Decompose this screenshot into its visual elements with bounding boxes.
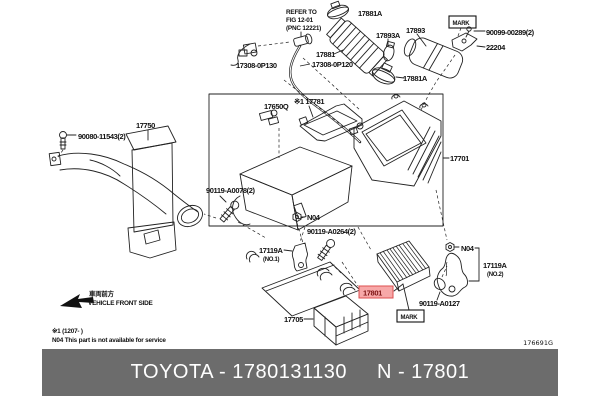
part-label-17750[interactable]: 17750 — [136, 121, 155, 130]
hose-nipple-drawing — [293, 33, 313, 47]
part-label-90080-11543[interactable]: 90080-11543(2) — [78, 132, 127, 141]
inlet-duct-assembly-drawing — [48, 125, 203, 259]
maf-sensor-assembly-drawing — [420, 15, 486, 111]
vehicle-front-arrow-icon — [60, 294, 94, 308]
part-label-17119a-no1[interactable]: 17119A — [259, 246, 284, 255]
part-label-17893[interactable]: 17893 — [406, 26, 425, 35]
case-bolts-drawing — [203, 195, 267, 239]
hose-clamp-icon — [327, 0, 349, 20]
part-number-banner: TOYOTA - 1780131130 N - 17801 — [42, 349, 558, 396]
maf-sensor-drawing — [451, 32, 478, 52]
refer-note: FIG 12-01 — [286, 17, 314, 24]
bracket-no2-drawing — [433, 189, 480, 301]
part-label-90119-a0264[interactable]: 90119-A0264(2) — [307, 227, 357, 236]
parts-diagram-canvas: REFER TO FIG 12-01 (PNC 12221) 17881A 17… — [48, 0, 553, 347]
bolt-icon — [59, 131, 67, 150]
intake-hose-assembly-drawing — [230, 0, 464, 144]
highlighted-part-box[interactable] — [358, 285, 394, 299]
part-label-no1: (NO.1) — [263, 257, 280, 263]
mark-box-2 — [396, 309, 425, 323]
part-label-90099-00289[interactable]: 90099-00289(2) — [486, 28, 535, 37]
nut-icon — [445, 242, 455, 252]
part-label-17650q[interactable]: 17650Q — [264, 102, 289, 111]
mark-box — [448, 15, 477, 29]
inlet-grid-drawing — [313, 295, 369, 346]
vacuum-hose-drawing — [230, 43, 251, 66]
part-label-17701[interactable]: 17701 — [450, 154, 469, 163]
part-label-17705[interactable]: 17705 — [284, 315, 303, 324]
part-label-22204[interactable]: 22204 — [486, 43, 506, 52]
part-label-n04-2[interactable]: N04 — [461, 244, 475, 253]
banner-part-number: TOYOTA - 1780131130 — [130, 361, 347, 383]
vehicle-front-label-jp: 車両前方 — [89, 289, 115, 298]
part-label-17781[interactable]: ※1 17781 — [294, 97, 325, 106]
part-label-no2: (NO.2) — [487, 272, 504, 278]
footnote-date-range: ※1 (1207- ) — [52, 327, 83, 335]
mark-label-2: MARK — [401, 315, 419, 321]
air-cleaner-cap-drawing — [353, 93, 442, 187]
vehicle-front-label-en: VEHICLE FRONT SIDE — [88, 300, 154, 307]
part-label-17801-highlighted[interactable]: 17801 — [363, 289, 382, 298]
part-label-17308-0p130[interactable]: 17308-0P130 — [236, 61, 277, 70]
refer-note: REFER TO — [286, 9, 317, 16]
hose-clamp-icon — [383, 40, 395, 62]
bolt-icon — [219, 200, 240, 223]
part-label-n04[interactable]: N04 — [307, 213, 321, 222]
part-label-90119-a0127[interactable]: 90119-A0127 — [419, 299, 460, 308]
drawing-number: 176691G — [523, 339, 553, 347]
bolt-icon — [317, 238, 336, 261]
part-label-17893a[interactable]: 17893A — [376, 31, 401, 40]
part-label-17881a-2[interactable]: 17881A — [403, 74, 428, 83]
clip-drawing — [433, 277, 446, 291]
nut-icon — [292, 212, 302, 222]
assembly-frame — [208, 93, 444, 227]
banner-part-code: N - 17801 — [376, 361, 470, 383]
filter-element-drawing — [341, 226, 431, 311]
vacuum-valve-drawing — [238, 42, 258, 57]
bracket-no1-drawing — [291, 242, 308, 272]
footnote-n04: N04 This part is not available for servi… — [52, 337, 166, 344]
part-label-17119a-no2[interactable]: 17119A — [483, 261, 508, 270]
part-label-17881[interactable]: 17881 — [316, 50, 335, 59]
hose-clamp-icon — [371, 62, 396, 85]
part-label-17308-0p120[interactable]: 17308-0P120 — [312, 60, 353, 69]
air-hose-drawing — [326, 17, 388, 77]
mark-label: MARK — [453, 21, 471, 27]
duct-drawing — [48, 125, 203, 259]
valve-17650Q-drawing — [258, 109, 280, 126]
resonator-drawing — [403, 37, 464, 79]
inlet-no2-assembly-drawing — [245, 226, 369, 346]
air-cleaner-assembly-box — [208, 93, 450, 244]
refer-note: (PNC 12221) — [286, 25, 321, 32]
part-label-17881a[interactable]: 17881A — [358, 9, 383, 18]
filter-gasket-drawing — [298, 103, 363, 142]
part-label-90119-a0078[interactable]: 90119-A0078(2) — [206, 186, 256, 195]
